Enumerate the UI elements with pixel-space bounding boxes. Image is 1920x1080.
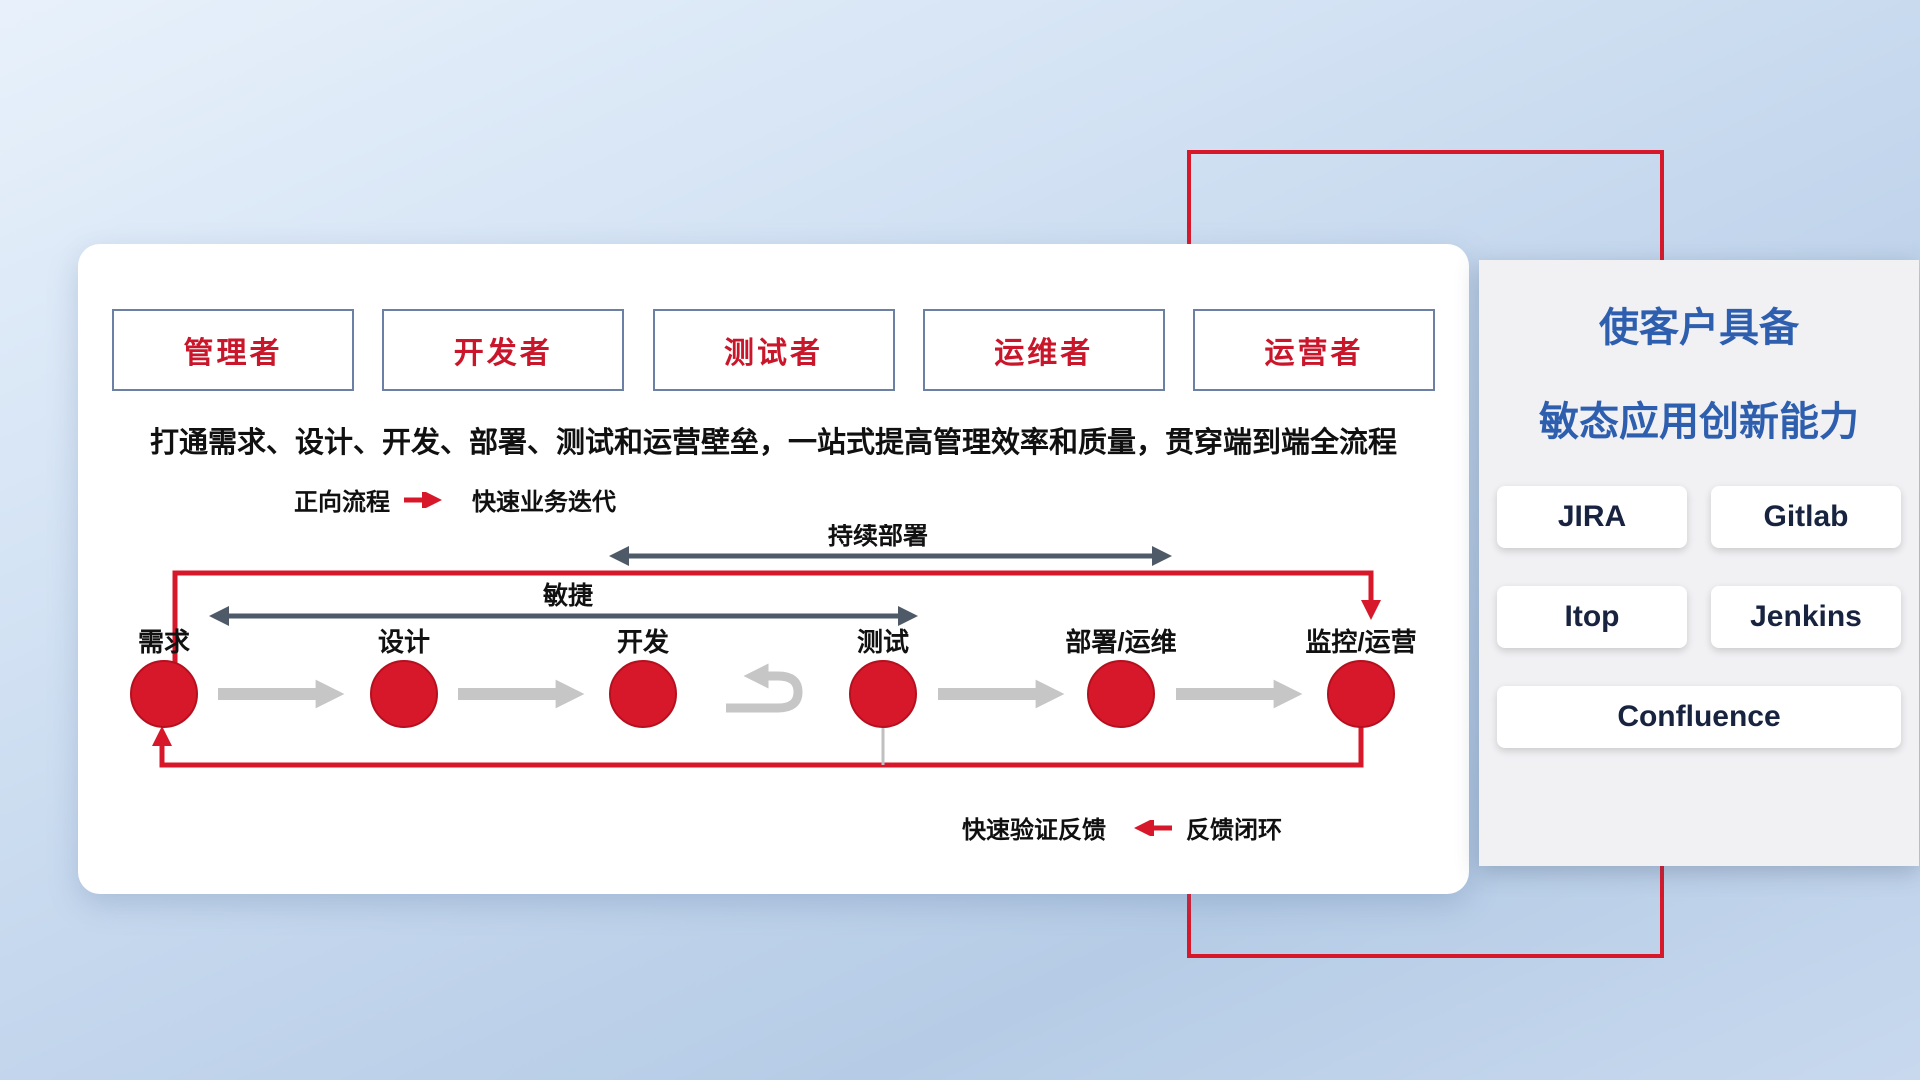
role-box-manager: 管理者 [112,309,354,391]
flow-diagram: 持续部署 敏捷 需求 设计 开发 测试 部署/运维 监控/运营 [130,524,1417,768]
devops-flow-card: 管理者 开发者 测试者 运维者 运营者 打通需求、设计、开发、部署、测试和运营壁… [78,244,1469,894]
roles-row: 管理者 开发者 测试者 运维者 运营者 [112,309,1435,391]
capability-panel: 使客户具备 敏态应用创新能力 JIRA Gitlab Itop Jenkins … [1479,260,1919,866]
tools-grid: JIRA Gitlab Itop Jenkins Confluence [1497,486,1901,748]
panel-title-line2: 敏态应用创新能力 [1539,400,1859,444]
node-label-test: 测试 [857,627,909,657]
role-box-ops: 运维者 [922,309,1165,391]
process-node-test [849,660,917,728]
legend-forward: 正向流程 快速业务迭代 [294,482,616,517]
role-box-operator: 运营者 [1193,309,1435,391]
red-left-arrow-icon [1134,819,1172,836]
red-feedback-loop-line [152,726,1364,768]
red-right-arrow-icon [404,491,442,508]
node-label-deploy-ops: 部署/运维 [1065,627,1176,657]
role-box-tester: 测试者 [652,309,895,391]
tool-chip-confluence: Confluence [1497,686,1901,748]
legend-feedback: 快速验证反馈 反馈闭环 [962,810,1282,845]
tool-chip-jenkins: Jenkins [1711,586,1901,648]
iteration-loop-icon [726,663,803,713]
node-label-monitor-op: 监控/运营 [1305,627,1416,657]
forward-flow-value: 快速业务迭代 [472,489,616,516]
process-node-deploy-ops [1087,660,1155,728]
tool-chip-jira: JIRA [1497,486,1687,548]
role-box-developer: 开发者 [382,309,625,391]
tool-chip-gitlab: Gitlab [1711,486,1901,548]
forward-flow-label: 正向流程 [294,489,390,516]
feedback-verify-label: 快速验证反馈 [962,817,1106,844]
description-text: 打通需求、设计、开发、部署、测试和运营壁垒，一站式提高管理效率和质量，贯穿端到端… [149,427,1397,459]
feedback-loop-label: 反馈闭环 [1186,817,1282,844]
panel-title-line1: 使客户具备 [1599,306,1799,350]
agile-label: 敏捷 [542,581,593,610]
process-node-develop [609,660,677,728]
process-node-monitor-op [1327,660,1395,728]
continuous-deploy-label: 持续部署 [828,524,928,550]
node-label-design: 设计 [378,627,430,657]
process-node-design [370,660,438,728]
node-label-requirement: 需求 [138,627,190,657]
tool-chip-itop: Itop [1497,586,1687,648]
node-label-develop: 开发 [617,627,669,657]
process-node-requirement [130,660,198,728]
red-forward-loop-line [172,570,1381,684]
